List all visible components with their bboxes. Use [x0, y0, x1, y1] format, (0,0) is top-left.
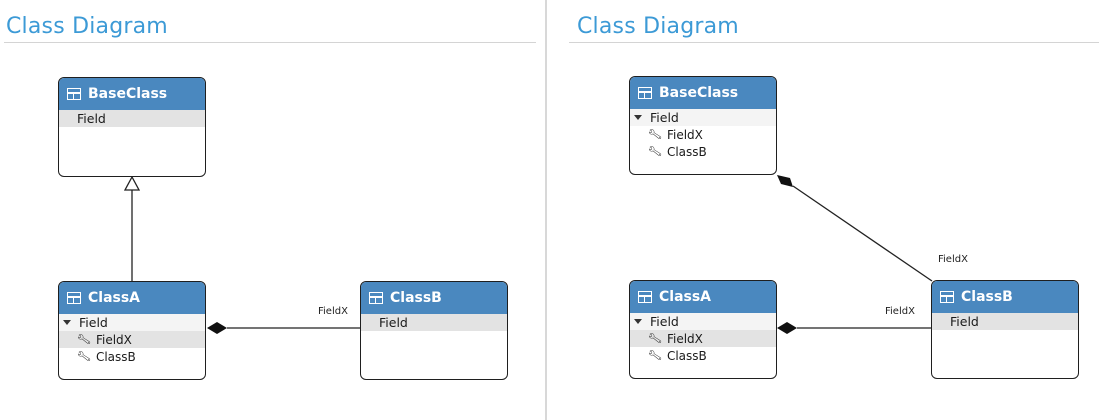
collapse-caret-icon[interactable] [634, 115, 642, 120]
field-compartment[interactable]: Field [361, 314, 507, 331]
class-header[interactable]: ClassB [932, 281, 1078, 313]
compartment-label: Field [79, 315, 108, 330]
class-icon [369, 292, 383, 304]
right-connector-layer [777, 175, 933, 334]
collapse-caret-icon[interactable] [634, 319, 642, 324]
member-row[interactable]: 🔧︎ ClassB [630, 143, 776, 160]
field-compartment[interactable]: Field [630, 109, 776, 126]
field-compartment[interactable]: Field [59, 110, 205, 127]
member-name: FieldX [95, 332, 132, 347]
class-name: BaseClass [659, 85, 739, 101]
member-row[interactable]: 🔧︎ ClassB [630, 347, 776, 364]
composition-label: FieldX [885, 306, 915, 317]
wrench-icon: 🔧︎ [646, 126, 663, 143]
composition-diamond [207, 322, 227, 334]
member-row[interactable]: 🔧︎ ClassB [59, 348, 205, 365]
class-name: ClassB [961, 289, 1013, 305]
class-box-classa[interactable]: ClassA Field 🔧︎ FieldX 🔧︎ ClassB [629, 280, 777, 379]
left-diagram-panel: Class Diagram FieldX BaseClass Field [0, 0, 545, 420]
class-header[interactable]: ClassA [59, 282, 205, 314]
wrench-icon: 🔧︎ [646, 347, 663, 364]
inheritance-arrowhead [123, 175, 141, 191]
composition-line[interactable] [792, 185, 933, 282]
wrench-icon: 🔧︎ [75, 348, 92, 365]
composition-label: FieldX [318, 306, 348, 317]
compartment-label: Field [650, 110, 679, 125]
field-compartment[interactable]: Field [59, 314, 205, 331]
compartment-label: Field [77, 111, 106, 126]
member-name: ClassB [95, 349, 136, 364]
composition-label: FieldX [938, 254, 968, 265]
class-name: ClassA [659, 289, 712, 305]
class-header[interactable]: ClassB [361, 282, 507, 314]
member-row[interactable]: 🔧︎ FieldX [59, 331, 205, 348]
compartment-label: Field [650, 314, 679, 329]
member-name: ClassB [666, 144, 707, 159]
member-row[interactable]: 🔧︎ FieldX [630, 126, 776, 143]
diagram-title: Class Diagram [577, 14, 739, 39]
field-compartment[interactable]: Field [630, 313, 776, 330]
class-box-classa[interactable]: ClassA Field 🔧︎ FieldX 🔧︎ ClassB [58, 281, 206, 380]
class-header[interactable]: BaseClass [59, 78, 205, 110]
class-icon [638, 87, 652, 99]
diagram-title: Class Diagram [6, 14, 168, 39]
member-name: FieldX [666, 331, 703, 346]
class-name: ClassA [88, 290, 141, 306]
class-box-baseclass[interactable]: BaseClass Field 🔧︎ FieldX 🔧︎ ClassB [629, 76, 777, 175]
title-underline [4, 42, 536, 43]
class-icon [67, 88, 81, 100]
composition-diamond [777, 175, 793, 187]
class-icon [638, 291, 652, 303]
class-box-classb[interactable]: ClassB Field [360, 281, 508, 380]
class-icon [67, 292, 81, 304]
class-name: ClassB [390, 290, 442, 306]
class-icon [940, 291, 954, 303]
class-name: BaseClass [88, 86, 168, 102]
member-name: FieldX [666, 127, 703, 142]
wrench-icon: 🔧︎ [646, 143, 663, 160]
field-compartment[interactable]: Field [932, 313, 1078, 330]
left-connector-layer [123, 175, 360, 334]
title-underline [569, 42, 1099, 43]
class-box-baseclass[interactable]: BaseClass Field [58, 77, 206, 177]
panel-divider [545, 0, 547, 420]
member-name: ClassB [666, 348, 707, 363]
compartment-label: Field [379, 315, 408, 330]
composition-diamond [777, 322, 797, 334]
wrench-icon: 🔧︎ [75, 331, 92, 348]
collapse-caret-icon[interactable] [63, 320, 71, 325]
class-box-classb[interactable]: ClassB Field [931, 280, 1079, 379]
wrench-icon: 🔧︎ [646, 330, 663, 347]
member-row[interactable]: 🔧︎ FieldX [630, 330, 776, 347]
class-header[interactable]: BaseClass [630, 77, 776, 109]
class-header[interactable]: ClassA [630, 281, 776, 313]
compartment-label: Field [950, 314, 979, 329]
right-diagram-panel: Class Diagram FieldX FieldX BaseClass Fi… [547, 0, 1099, 420]
